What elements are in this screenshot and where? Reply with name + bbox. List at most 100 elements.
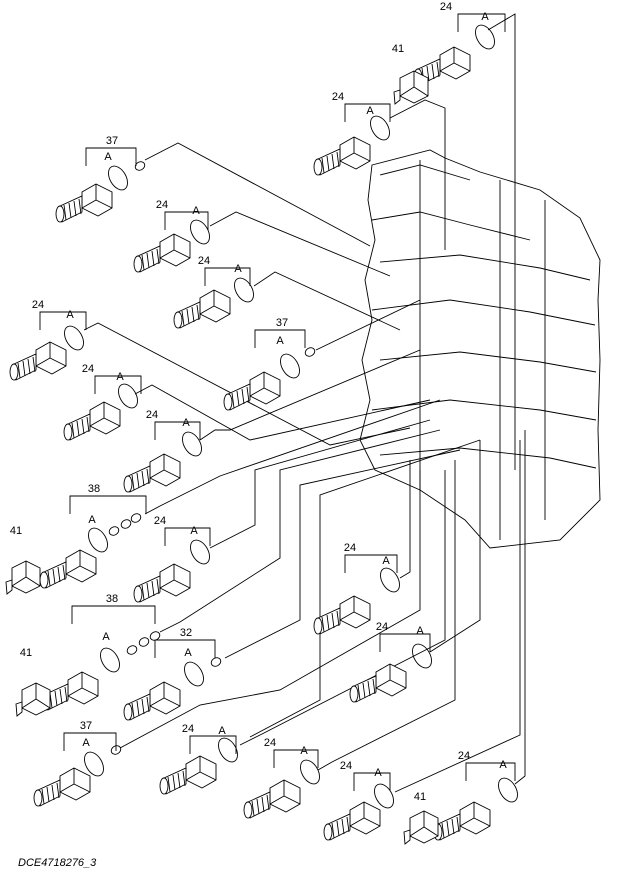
leader-line <box>209 419 431 549</box>
leader-lines <box>39 13 526 793</box>
callout-bracket <box>63 732 117 751</box>
leader-line <box>144 142 371 247</box>
adapter-37-2 <box>55 183 113 223</box>
o-ring-label: A <box>382 555 390 567</box>
adapter-24-1 <box>313 136 371 176</box>
callout-bracket <box>273 749 319 768</box>
o-ring-a-17 <box>300 759 320 785</box>
o-ring-a-15 <box>84 751 104 777</box>
leader-line <box>487 13 516 470</box>
o-ring-label: A <box>416 625 424 637</box>
o-ring-label: A <box>182 417 190 429</box>
o-ring-label: A <box>218 725 226 737</box>
o-ring-label: A <box>192 205 200 217</box>
leader-line <box>253 271 401 331</box>
o-ring-label: A <box>104 151 112 163</box>
o-ring-a-14 <box>412 643 432 669</box>
backup-ring-12-0 <box>126 645 138 655</box>
callout-label: 37 <box>106 135 118 147</box>
o-ring-label: A <box>300 745 308 757</box>
callout-bracket <box>69 495 147 514</box>
backup-ring-12-1 <box>138 637 150 647</box>
o-ring-label: A <box>116 371 124 383</box>
o-ring-a-1 <box>370 115 390 141</box>
leader-line <box>389 99 446 250</box>
leader-line <box>315 299 421 351</box>
drawing-code: DCE4718276_3 <box>18 857 97 869</box>
backup-ring-13 <box>210 657 222 667</box>
plug-41-0 <box>393 70 429 105</box>
callout-label: 24 <box>182 723 194 735</box>
callout-bracket <box>379 633 431 652</box>
backup-ring-9-2 <box>130 513 142 523</box>
adapter-24-4 <box>173 289 231 329</box>
adapter-37-15 <box>33 767 91 807</box>
o-ring-a-13 <box>184 661 204 687</box>
backup-ring-9-1 <box>120 519 132 529</box>
leader-line <box>514 430 526 785</box>
callout-bracket <box>154 639 216 658</box>
o-ring-a-11 <box>380 567 400 593</box>
callout-bracket <box>465 762 516 781</box>
callout-bracket <box>254 329 306 348</box>
leader-line <box>399 460 411 579</box>
backup-ring-12-2 <box>149 631 161 641</box>
plug-41-3 <box>403 810 439 845</box>
adapter-24-14 <box>349 663 407 703</box>
adapter-24-18 <box>323 801 381 841</box>
o-ring-label: A <box>184 647 192 659</box>
leader-line <box>317 460 456 771</box>
leader-line <box>119 470 421 749</box>
o-ring-a-10 <box>190 539 210 565</box>
backup-ring-2 <box>134 161 146 171</box>
leader-line <box>144 399 441 515</box>
callout-label: 24 <box>332 91 344 103</box>
plug-41-2 <box>15 682 51 717</box>
callout-label: 24 <box>344 542 356 554</box>
o-ring-a-18 <box>374 783 394 809</box>
callout-bracket <box>457 13 506 32</box>
leader-line <box>394 440 521 793</box>
callout-bracket <box>189 735 237 754</box>
o-ring-label: A <box>374 767 382 779</box>
callout-label: 24 <box>156 199 168 211</box>
o-ring-a-0 <box>475 24 495 50</box>
plug-label: 41 <box>10 525 22 537</box>
o-ring-a-3 <box>190 219 210 245</box>
leader-line <box>209 211 391 277</box>
callout-bracket <box>204 267 251 286</box>
callout-label: 24 <box>154 515 166 527</box>
adapter-38-9 <box>39 549 97 589</box>
plug-label: 41 <box>20 647 32 659</box>
plug-41-1 <box>5 560 41 595</box>
parts-layer <box>5 24 518 845</box>
plug-label: 41 <box>414 791 426 803</box>
backup-ring-9-0 <box>108 526 120 536</box>
plug-label: 41 <box>392 43 404 55</box>
adapter-37-6 <box>223 371 281 411</box>
callout-bracket <box>164 211 209 230</box>
callout-label: 38 <box>106 593 118 605</box>
callout-label: 37 <box>276 317 288 329</box>
callout-bracket <box>85 147 137 166</box>
callout-bracket <box>344 103 391 122</box>
o-ring-label: A <box>366 105 374 117</box>
backup-ring-6 <box>304 347 316 357</box>
callout-label: 24 <box>82 363 94 375</box>
callout-bracket <box>71 605 156 624</box>
callout-bracket <box>353 772 391 791</box>
o-ring-a-5 <box>64 325 84 351</box>
callout-label: 24 <box>32 299 44 311</box>
callout-label: 24 <box>340 760 352 772</box>
callout-label: 24 <box>376 621 388 633</box>
o-ring-a-6 <box>280 353 300 379</box>
o-ring-label: A <box>66 309 74 321</box>
adapter-24-8 <box>123 453 181 493</box>
adapter-24-16 <box>159 755 217 795</box>
leader-line <box>159 429 441 633</box>
callout-bracket <box>344 554 398 573</box>
o-ring-label: A <box>88 514 96 526</box>
adapter-24-19 <box>433 801 491 841</box>
